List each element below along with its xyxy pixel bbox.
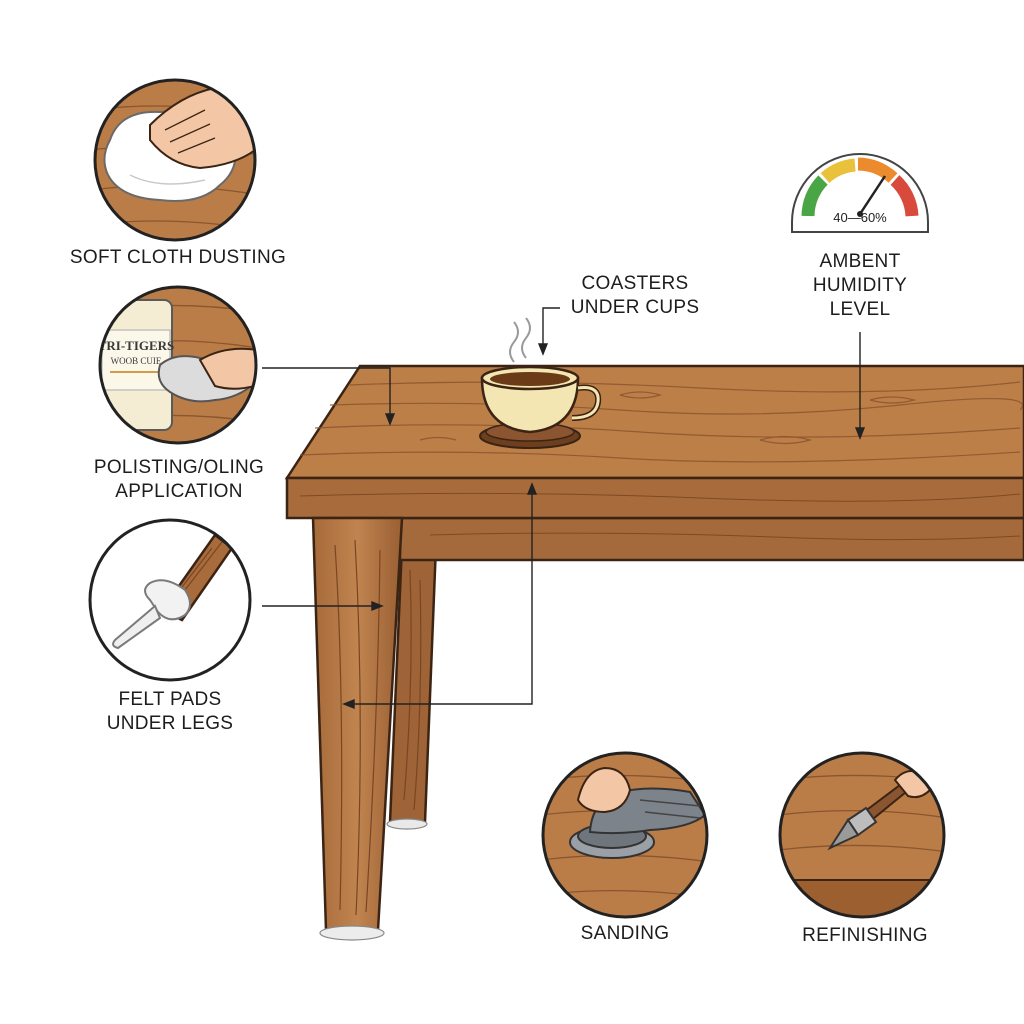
bottle-label-line2: WOOB CUIE [111,356,162,366]
soft-cloth-dusting-illustration [93,78,257,242]
label-coasters: COASTERS UNDER CUPS [570,273,700,318]
sanding-illustration [541,751,709,919]
table-front-leg [311,516,404,941]
label-refinishing: REFINISHING [802,925,928,946]
felt-pad-front [319,925,385,941]
steam-icon [509,317,531,363]
table-top-grain [299,381,1023,463]
table-top-surface [284,364,1024,480]
label-soft-cloth-dusting: SOFT CLOTH DUSTING [69,247,287,268]
gauge-readout: 40—60% [833,210,887,225]
coffee-cup-on-coaster [479,317,602,449]
humidity-gauge: 40—60% [791,153,929,233]
label-sanding: SANDING [580,923,670,944]
label-polishing-oiling: POLISTING/OLING APPLICATION [93,457,265,502]
refinishing-illustration [778,751,946,919]
table-top-edge [285,476,1024,520]
polishing-oiling-illustration: TRI-TIGERS WOOB CUIE [98,285,258,445]
label-felt-pads: FELT PADS UNDER LEGS [106,689,234,734]
gauge-needle [858,175,887,215]
felt-pad-back [386,818,428,830]
callout-leader-lines [262,307,866,710]
table [284,364,1024,941]
felt-pads-illustration [88,518,252,682]
label-humidity: AMBENT HUMIDITY LEVEL [812,251,908,320]
table-back-leg [386,543,438,830]
bottle-label-line1: TRI-TIGERS [98,338,175,353]
